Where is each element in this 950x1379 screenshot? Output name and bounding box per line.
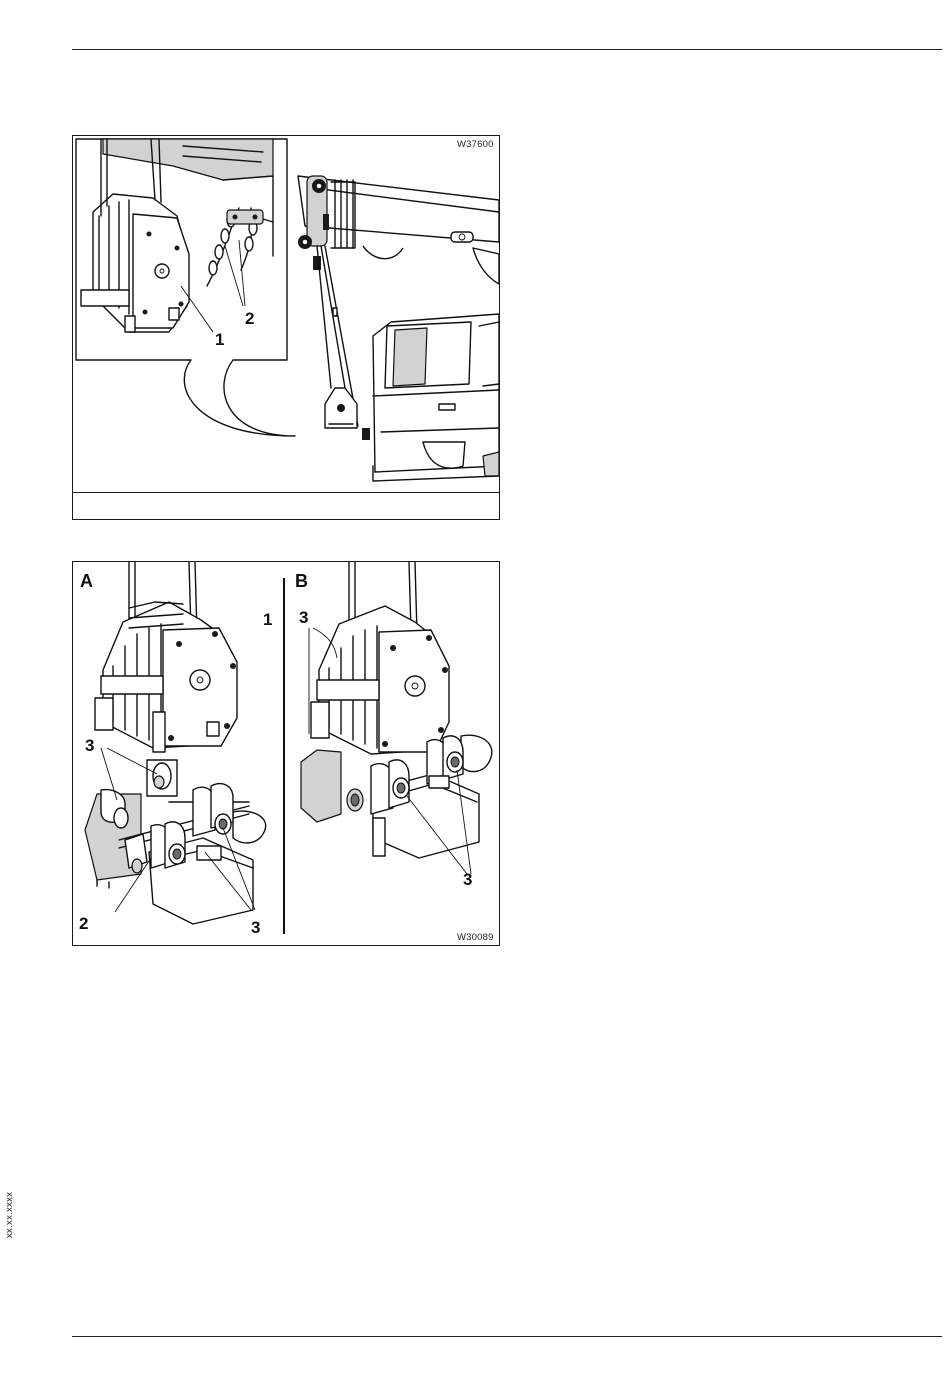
panel-label-a: A	[80, 571, 93, 592]
figure-code: W30089	[457, 932, 494, 943]
detail-hook-block	[81, 139, 189, 332]
callout-a-2: 2	[79, 914, 88, 934]
panel-a-hook-block	[95, 562, 237, 752]
figure-hook-block-crane: W37600 1 2	[72, 135, 500, 520]
footer-rule	[72, 1336, 942, 1337]
truck-cab	[373, 314, 499, 481]
callout-b-3-bottom: 3	[463, 870, 472, 890]
crane-illustration	[73, 136, 499, 519]
figure-hook-block-mounting: W30089 A B 1 3 2 3 3 3	[72, 561, 500, 946]
header-rule	[72, 49, 942, 50]
figure-code: W37600	[457, 139, 494, 150]
margin-code: xx.xx.xxxx	[4, 1192, 15, 1238]
callout-a-3-top: 3	[85, 736, 94, 756]
detail-lashing-chains	[207, 208, 263, 286]
hook-block-small	[325, 388, 370, 440]
callout-a-3-bottom: 3	[251, 918, 260, 938]
panel-label-b: B	[295, 571, 308, 592]
callout-1: 1	[215, 330, 224, 350]
callout-a-1: 1	[263, 610, 272, 630]
mounting-illustration	[73, 562, 499, 945]
callout-2: 2	[245, 309, 254, 329]
figure-caption-bar	[73, 492, 499, 493]
callout-b-3-top: 3	[299, 608, 308, 628]
